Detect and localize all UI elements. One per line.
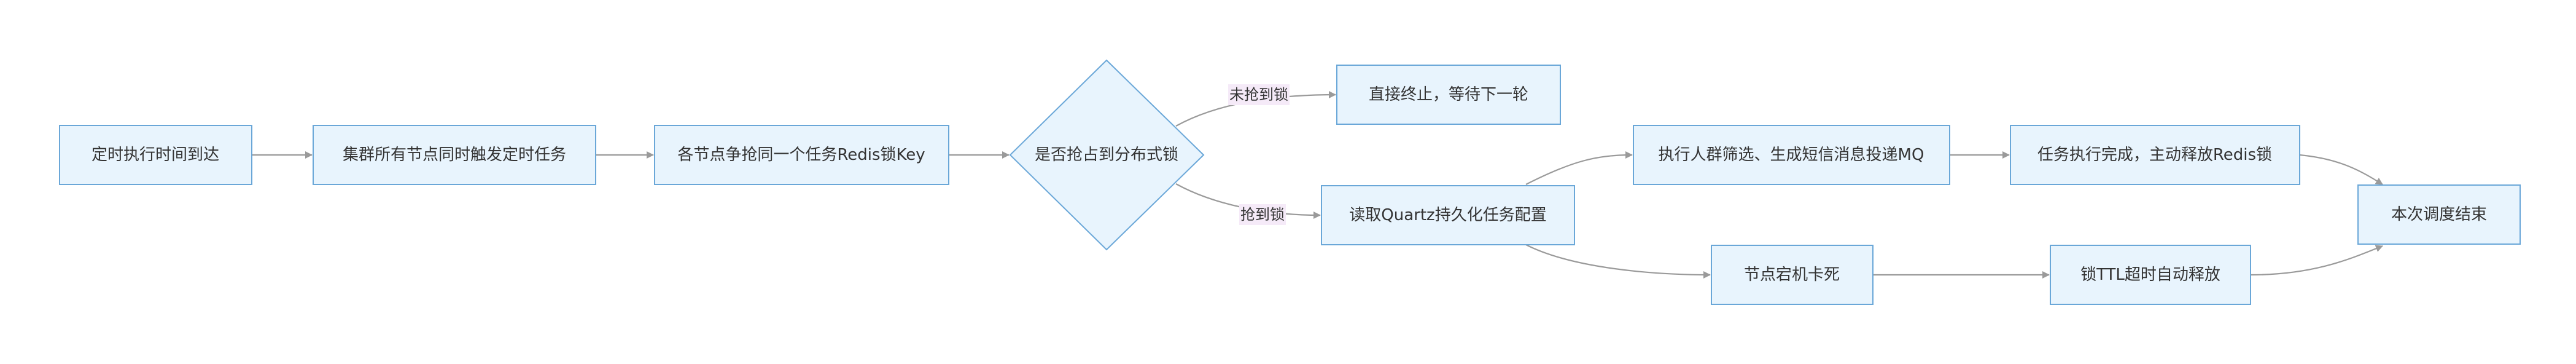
node-cluster-trigger-label: 集群所有节点同时触发定时任务: [343, 146, 566, 164]
node-schedule-end: 本次调度结束: [2357, 184, 2521, 245]
node-cluster-trigger: 集群所有节点同时触发定时任务: [313, 125, 596, 185]
node-time-arrived: 定时执行时间到达: [59, 125, 252, 185]
node-node-crash: 节点宕机卡死: [1711, 245, 1874, 305]
edge-read-config-to-execute: [1525, 151, 1633, 185]
edge-read-config-to-crash: [1525, 244, 1711, 279]
node-release-lock: 任务执行完成，主动释放Redis锁: [2010, 125, 2300, 185]
edge-label-acquired-text: 抢到锁: [1240, 206, 1285, 223]
edge-label-acquired: 抢到锁: [1239, 204, 1286, 225]
decision-lock-acquired-label: 是否抢占到分布式锁: [1035, 146, 1178, 164]
node-node-crash-label: 节点宕机卡死: [1744, 266, 1840, 284]
node-contend-lock: 各节点争抢同一个任务Redis锁Key: [654, 125, 949, 185]
edge-ttl-to-end: [2250, 245, 2383, 276]
decision-lock-acquired: 是否抢占到分布式锁: [1009, 59, 1205, 251]
node-read-quartz-config-label: 读取Quartz持久化任务配置: [1349, 206, 1546, 224]
edge-label-not-acquired: 未抢到锁: [1228, 84, 1290, 105]
node-ttl-release-label: 锁TTL超时自动释放: [2080, 266, 2220, 284]
node-read-quartz-config: 读取Quartz持久化任务配置: [1321, 185, 1575, 245]
node-schedule-end-label: 本次调度结束: [2391, 205, 2487, 224]
node-time-arrived-label: 定时执行时间到达: [91, 146, 219, 164]
edge-label-not-acquired-text: 未抢到锁: [1229, 86, 1288, 103]
node-contend-lock-label: 各节点争抢同一个任务Redis锁Key: [677, 146, 925, 164]
node-execute-sms: 执行人群筛选、生成短信消息投递MQ: [1633, 125, 1950, 185]
node-terminate-wait: 直接终止，等待下一轮: [1336, 65, 1561, 125]
node-execute-sms-label: 执行人群筛选、生成短信消息投递MQ: [1659, 146, 1924, 164]
edge-complete-to-end: [2299, 154, 2383, 185]
node-release-lock-label: 任务执行完成，主动释放Redis锁: [2037, 146, 2272, 164]
node-ttl-release: 锁TTL超时自动释放: [2050, 245, 2251, 305]
node-terminate-wait-label: 直接终止，等待下一轮: [1369, 85, 1528, 104]
